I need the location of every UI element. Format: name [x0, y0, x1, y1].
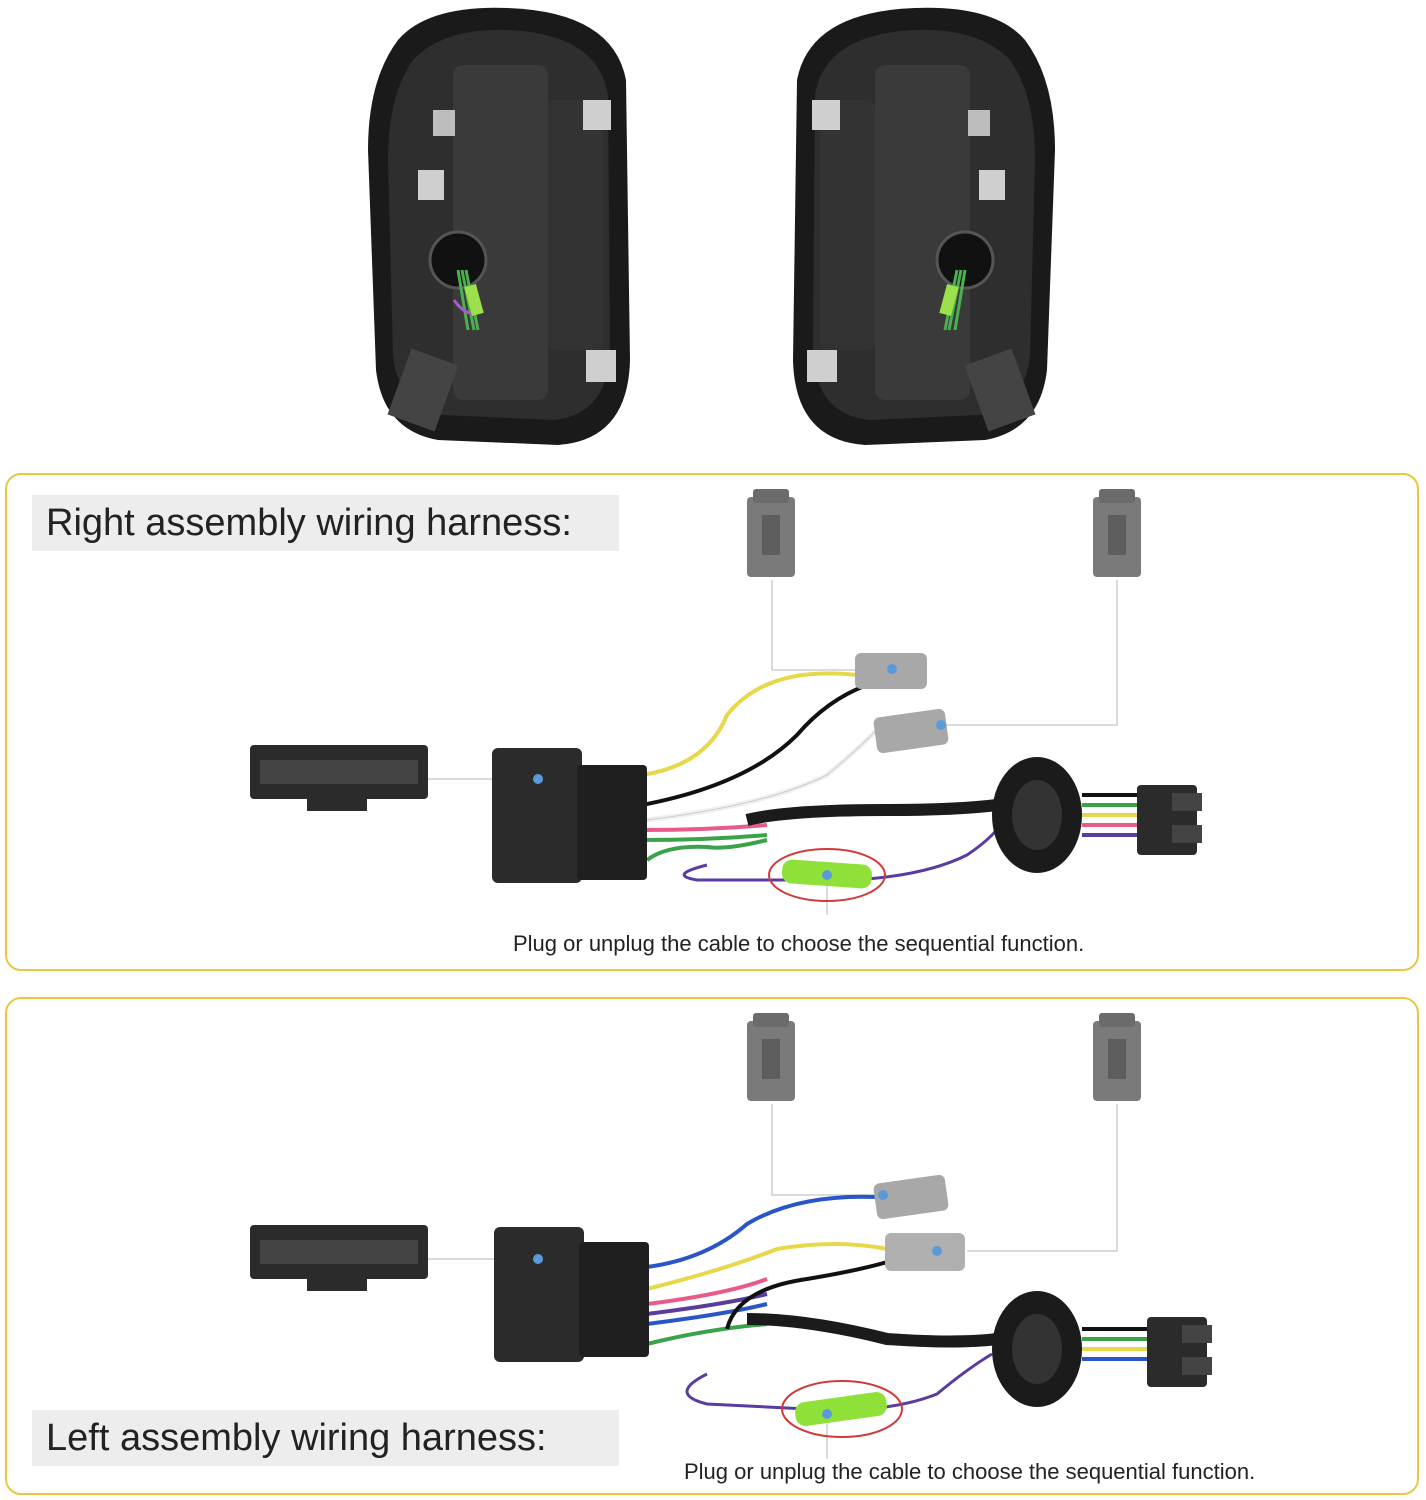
end-connector-icon: [1137, 785, 1202, 855]
callout-dot: [878, 1190, 888, 1200]
sequential-fuse-icon: [795, 1392, 887, 1426]
right-tail-lamp-image: [793, 7, 1055, 446]
callout-dot: [936, 720, 946, 730]
multi-pin-plug-icon: [250, 1225, 428, 1291]
callout-dot: [932, 1246, 942, 1256]
right-harness-panel: Right assembly wiring harness:: [5, 473, 1419, 971]
highlight-ring: [781, 1380, 903, 1438]
plug-icon: [747, 1013, 795, 1101]
left-harness-title: Left assembly wiring harness:: [32, 1410, 619, 1466]
callout-dot: [887, 664, 897, 674]
main-connector-icon: [492, 748, 647, 883]
plug-icon: [1093, 1013, 1141, 1101]
bulb-socket-icon: [992, 1291, 1082, 1407]
main-connector-icon: [494, 1227, 649, 1362]
bulb-socket-icon: [992, 757, 1082, 873]
plug-icon: [1093, 489, 1141, 577]
end-connector-icon: [1147, 1317, 1212, 1387]
multi-pin-plug-icon: [250, 745, 428, 811]
right-harness-title: Right assembly wiring harness:: [32, 495, 619, 551]
right-harness-diagram: [250, 489, 1202, 915]
highlight-ring: [768, 848, 886, 902]
plug-icon: [747, 489, 795, 577]
left-harness-caption: Plug or unplug the cable to choose the s…: [684, 1459, 1256, 1484]
left-tail-lamp-image: [368, 7, 630, 446]
right-harness-caption: Plug or unplug the cable to choose the s…: [513, 931, 1085, 956]
left-harness-panel: Left assembly wiring harness: Plug or un…: [5, 997, 1419, 1495]
left-harness-diagram: [250, 1013, 1212, 1459]
